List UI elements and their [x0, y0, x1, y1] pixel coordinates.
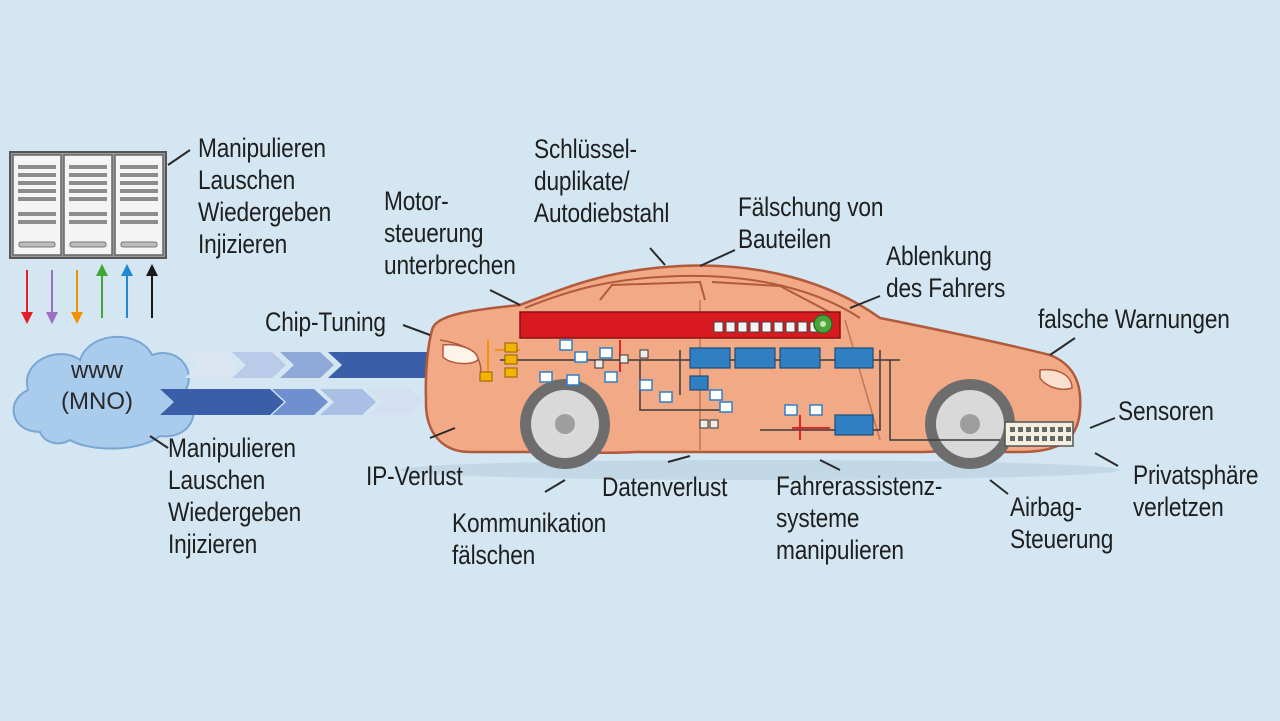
ecu-box: [834, 347, 874, 369]
ground-shadow: [400, 460, 1120, 480]
label-privacy: Privatsphäre verletzen: [1133, 460, 1259, 522]
cloud-label: www (MNO): [61, 357, 133, 415]
up-arrow-icon: [146, 264, 158, 318]
ecu-box: [689, 375, 709, 391]
chip: [737, 321, 748, 333]
label-data-loss: Datenverlust: [602, 472, 728, 502]
down-arrow-icon: [46, 270, 58, 324]
front-wheel: [520, 379, 610, 469]
ecu-module: [504, 342, 518, 353]
label-ip-loss: IP-Verlust: [366, 461, 463, 491]
uplink-chevrons: [185, 352, 444, 378]
connector: [594, 359, 604, 369]
chip: [773, 321, 784, 333]
server-unit: [114, 154, 164, 256]
server-data-arrows: [21, 264, 158, 324]
label-distraction: Ablenkung des Fahrers: [886, 241, 1006, 303]
chevron-arrow: [272, 389, 328, 415]
ecu-box: [779, 347, 821, 369]
ecu-box: [689, 347, 731, 369]
label-chip-tuning: Chip-Tuning: [265, 307, 386, 337]
label-sensors: Sensoren: [1118, 396, 1214, 426]
label-communication: Kommunikation fälschen: [452, 508, 607, 570]
leader-lines: [149, 149, 1119, 495]
ecu-module: [504, 367, 518, 378]
ecu-module: [599, 347, 613, 359]
connector: [699, 419, 709, 429]
chip: [725, 321, 736, 333]
label-cloud-threats: Manipulieren Lauschen Wiedergeben Injizi…: [168, 433, 302, 559]
ecu-box: [734, 347, 776, 369]
server-unit: [63, 154, 113, 256]
connector: [709, 419, 719, 429]
chevron-arrow: [368, 389, 424, 415]
ecu-chip-row: [713, 321, 820, 333]
server-unit: [12, 154, 62, 256]
down-arrow-icon: [21, 270, 33, 324]
ecu-module: [639, 379, 653, 391]
label-server-threats: Manipulieren Lauschen Wiedergeben Injizi…: [198, 133, 332, 259]
down-arrow-icon: [71, 270, 83, 324]
obd-connector-icon: [1004, 421, 1074, 447]
ecu-module: [784, 404, 798, 416]
ecu-module: [566, 374, 580, 386]
label-motor: Motor- steuerung unterbrechen: [384, 186, 516, 280]
chevron-arrow: [320, 389, 376, 415]
label-parts: Fälschung von Bauteilen: [738, 192, 884, 254]
up-arrow-icon: [121, 264, 133, 318]
ecu-module: [539, 371, 553, 383]
chip: [761, 321, 772, 333]
ecu-module: [659, 391, 673, 403]
label-key: Schlüssel- duplikate/ Autodiebstahl: [534, 134, 670, 228]
rear-wheel: [925, 379, 1015, 469]
label-warnings: falsche Warnungen: [1038, 304, 1230, 334]
chevron-arrow: [328, 352, 444, 378]
ecu-module: [809, 404, 823, 416]
chip: [713, 321, 724, 333]
ecu-module: [559, 339, 573, 351]
chevron-arrow: [185, 352, 239, 378]
downlink-chevrons: [160, 389, 424, 415]
ecu-module: [574, 351, 588, 363]
connector: [619, 354, 629, 364]
chevron-arrow: [232, 352, 286, 378]
label-airbag: Airbag- Steuerung: [1010, 492, 1114, 554]
chip: [797, 321, 808, 333]
ecu-module: [719, 401, 733, 413]
chevron-arrow: [280, 352, 334, 378]
ecu-module: [604, 371, 618, 383]
chip: [785, 321, 796, 333]
ecu-module: [709, 389, 723, 401]
label-adas: Fahrerassistenz- systeme manipulieren: [776, 471, 943, 565]
ecu-module: [504, 354, 518, 365]
ecu-box: [834, 414, 874, 436]
connector: [639, 349, 649, 359]
ecu-module: [479, 371, 493, 382]
cloud-icon: [12, 335, 195, 450]
ecu-boxes: [479, 339, 874, 436]
chevron-arrow: [160, 389, 284, 415]
up-arrow-icon: [96, 264, 108, 318]
chip: [749, 321, 760, 333]
server-rack-icon: [9, 151, 167, 259]
steering-wheel-icon: [813, 314, 833, 334]
